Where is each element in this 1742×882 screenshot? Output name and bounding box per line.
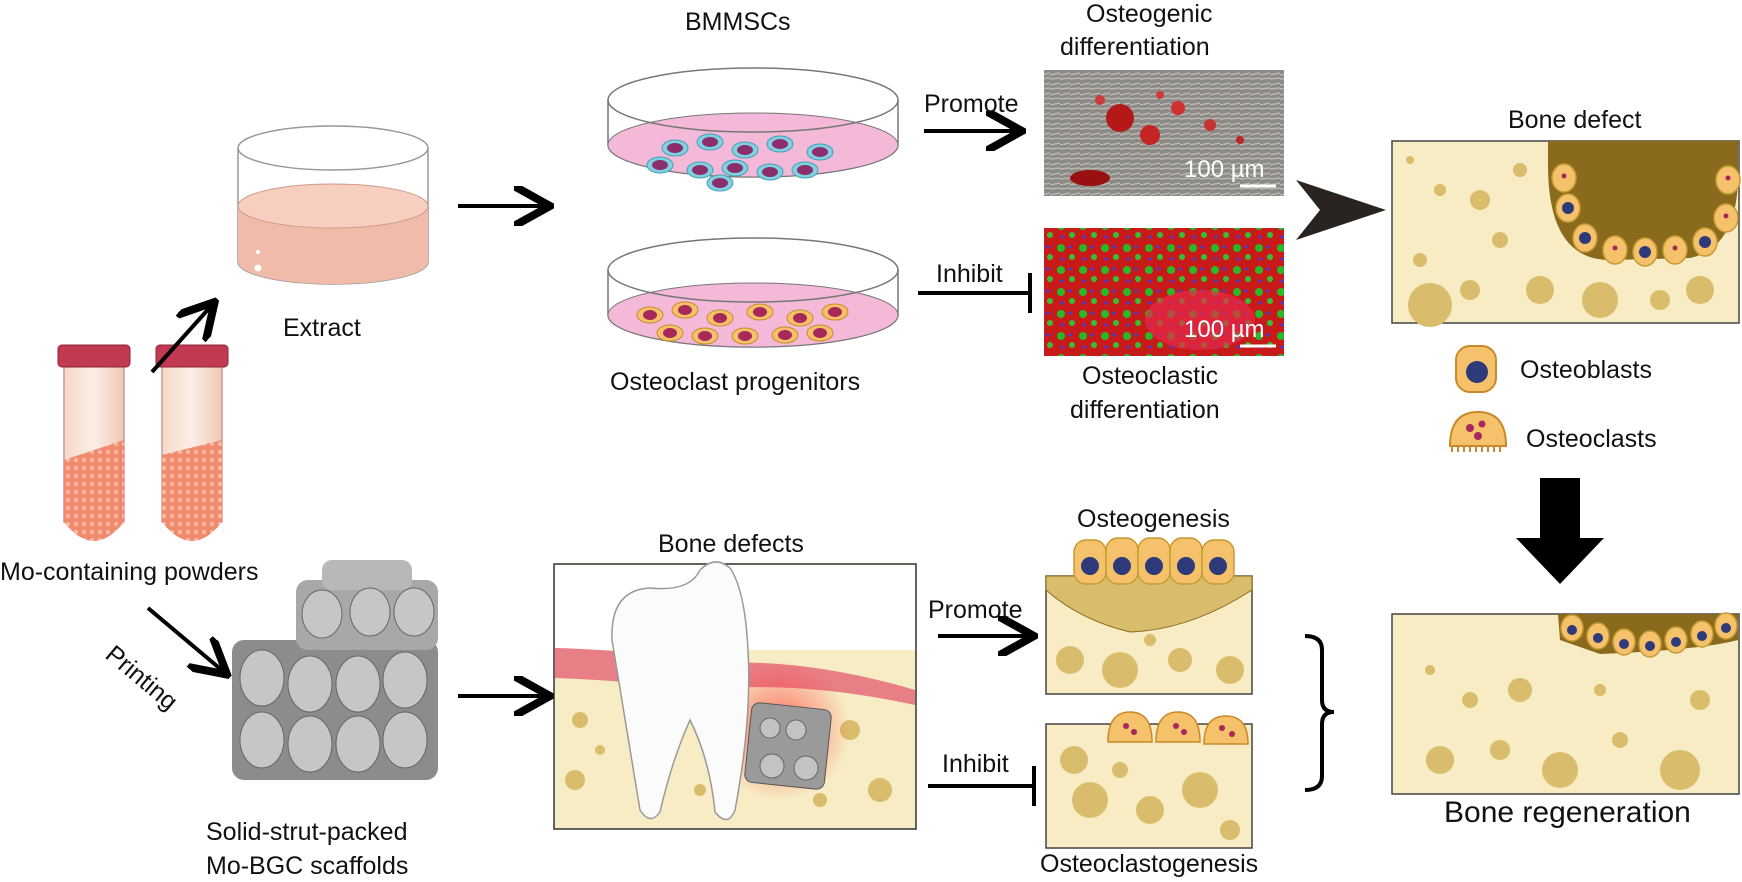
label-osteogenesis: Osteogenesis <box>1077 505 1230 533</box>
label-osteogenic-2: differentiation <box>1060 33 1210 61</box>
label-osteoblasts: Osteoblasts <box>1520 356 1653 384</box>
arrow-to-extract <box>150 305 212 374</box>
tooth-defect-panel <box>553 561 917 830</box>
label-bone-regeneration: Bone regeneration <box>1444 796 1691 829</box>
label-scaffold-1: Solid-strut-packed <box>206 818 408 846</box>
osteoblast-legend-icon <box>1455 345 1497 393</box>
label-bone-defects: Bone defects <box>658 530 804 558</box>
label-osteoclastic-1: Osteoclastic <box>1082 362 1219 390</box>
bone-regeneration-panel <box>1391 612 1740 795</box>
inhibit-bar-top <box>918 273 1032 313</box>
label-osteogenic-1: Osteogenic <box>1086 0 1213 28</box>
label-mo-powders: Mo-containing powders <box>0 558 259 586</box>
osteoclast-progenitor-dish <box>607 237 899 348</box>
scale-label-top: 100 µm <box>1184 156 1265 183</box>
inhibit-bar-bottom <box>928 766 1036 806</box>
tube-right <box>155 344 229 541</box>
osteogenesis-panel <box>1045 537 1253 695</box>
label-scaffold-2: Mo-BGC scaffolds <box>206 852 409 880</box>
label-osteoclast-progenitors: Osteoclast progenitors <box>610 368 861 396</box>
tube-left <box>57 344 131 541</box>
osteoclast-legend-icon <box>1448 410 1508 452</box>
scale-label-bottom: 100 µm <box>1184 316 1265 343</box>
big-arrow-to-defect <box>1296 180 1386 240</box>
label-osteoclasts: Osteoclasts <box>1526 425 1657 453</box>
label-osteoclastic-2: differentiation <box>1070 396 1220 424</box>
osteoclastic-micrograph <box>1044 228 1284 356</box>
bone-defect-panel <box>1391 140 1741 327</box>
label-inhibit-top: Inhibit <box>936 260 1003 288</box>
label-extract: Extract <box>283 314 361 342</box>
grouping-brace <box>1304 634 1335 792</box>
osteoclastogenesis-panel <box>1045 711 1253 849</box>
bmmsc-dish <box>607 67 899 192</box>
label-inhibit-bottom: Inhibit <box>942 750 1009 778</box>
label-osteoclastogenesis: Osteoclastogenesis <box>1040 850 1259 878</box>
extract-beaker <box>237 125 429 285</box>
label-promote-top: Promote <box>924 90 1019 118</box>
arrow-printing <box>146 606 224 672</box>
scaffold-3d <box>232 560 438 780</box>
label-bmmscs: BMMSCs <box>685 8 791 36</box>
big-down-arrow <box>1516 478 1604 584</box>
label-promote-bottom: Promote <box>928 596 1023 624</box>
label-bone-defect: Bone defect <box>1508 106 1642 134</box>
osteogenic-micrograph <box>1044 70 1284 196</box>
